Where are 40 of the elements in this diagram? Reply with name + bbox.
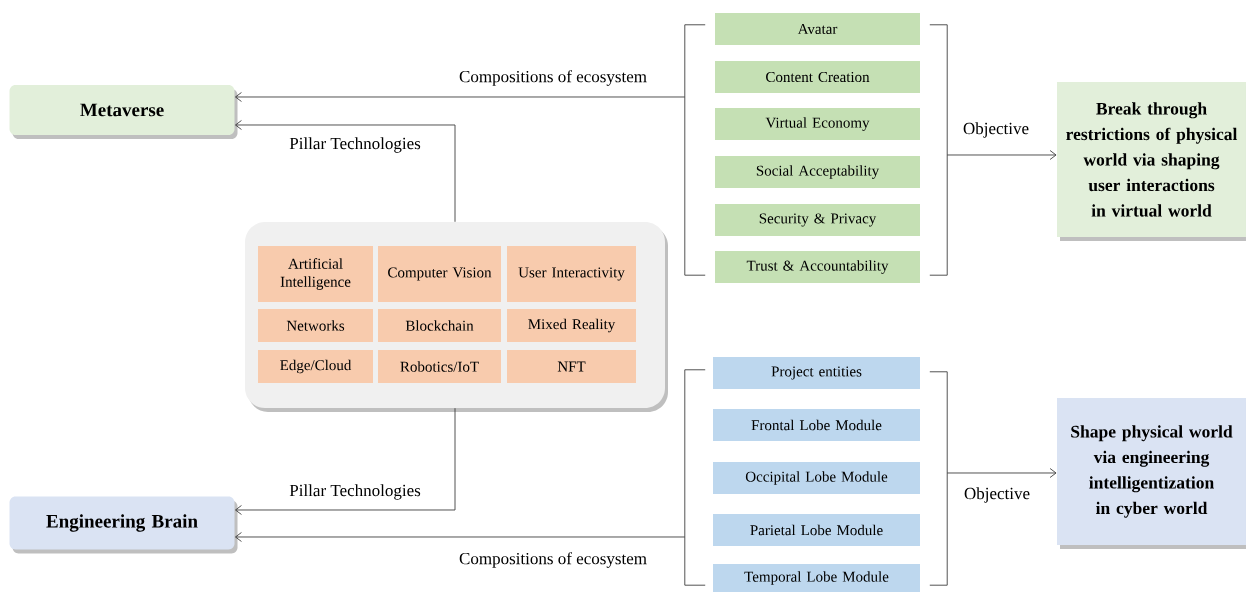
technology-box: Networks	[258, 309, 373, 342]
component-box: Temporal Lobe Module	[713, 564, 920, 592]
arrow	[235, 120, 456, 223]
component-box: Occipital Lobe Module	[713, 462, 920, 494]
component-box: Project entities	[713, 357, 920, 389]
bracket	[929, 24, 948, 276]
edge-label: Objective	[961, 121, 1031, 139]
component-box: Frontal Lobe Module	[713, 409, 920, 441]
objective-box: Break through restrictions of physical world via shaping user interactions in virtual world	[1057, 82, 1246, 241]
bracket	[684, 24, 706, 276]
edge-label: Pillar Technologies	[288, 136, 422, 154]
component-box: Social Acceptability	[715, 156, 920, 188]
bracket	[929, 371, 948, 586]
technology-box: Mixed Reality	[507, 309, 636, 342]
component-box: Avatar	[715, 13, 920, 45]
technology-box: Robotics/IoT	[378, 350, 501, 383]
technology-box: Blockchain	[378, 309, 501, 342]
arrow	[235, 92, 686, 102]
arrow	[235, 532, 686, 542]
edge-label: Compositions of ecosystem	[458, 551, 648, 569]
technology-box: User Interactivity	[507, 246, 636, 302]
arrow	[946, 468, 1057, 478]
arrow	[235, 407, 456, 515]
component-box: Security & Privacy	[715, 204, 920, 236]
technology-box: Edge/Cloud	[258, 350, 373, 383]
component-box: Content Creation	[715, 61, 920, 93]
edge-label: Objective	[962, 486, 1032, 504]
technology-box: Artificial Intelligence	[258, 246, 373, 302]
concept-box: Engineering Brain	[9, 496, 238, 554]
edge-label: Pillar Technologies	[288, 483, 422, 501]
arrow	[946, 150, 1057, 160]
bracket	[684, 369, 706, 586]
objective-box: Shape physical world via engineering intelligentization in cyber world	[1057, 398, 1246, 549]
concept-box: Metaverse	[9, 85, 238, 139]
component-box: Virtual Economy	[715, 108, 920, 140]
technology-box: NFT	[507, 350, 636, 383]
edge-label: Compositions of ecosystem	[458, 69, 648, 87]
component-box: Parietal Lobe Module	[713, 514, 920, 546]
component-box: Trust & Accountability	[715, 251, 920, 283]
technology-box: Computer Vision	[378, 246, 501, 302]
